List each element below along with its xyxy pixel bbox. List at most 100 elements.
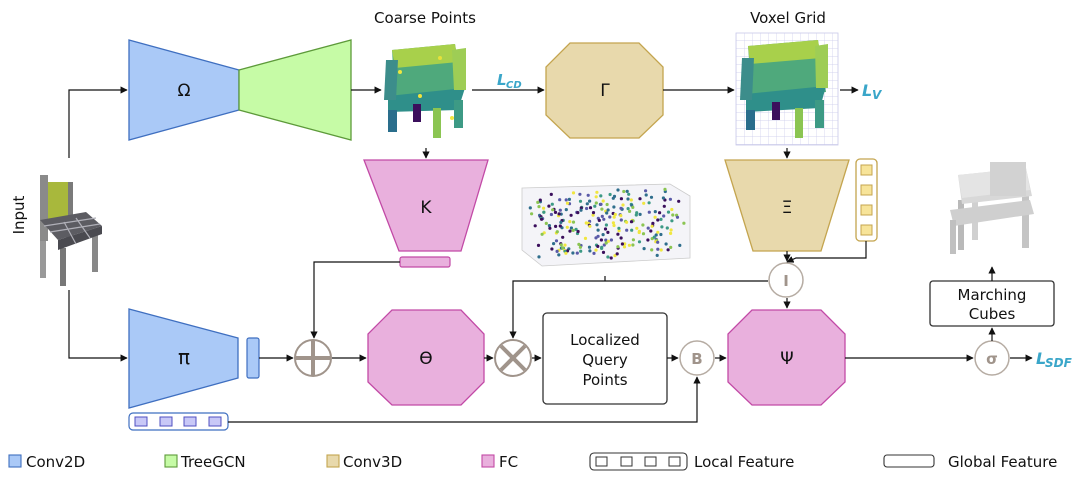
query-point-dot: [619, 214, 623, 218]
theta-node: [367, 309, 485, 406]
pi-symbol: π: [178, 345, 190, 369]
query-point-dot: [594, 201, 598, 205]
pi-node: [128, 308, 239, 409]
query-point-dot: [626, 197, 630, 201]
query-point-dot: [574, 227, 578, 231]
query-point-dot: [608, 192, 612, 197]
pi-local-feature: [128, 412, 229, 431]
query-point-dot: [565, 201, 570, 205]
query-point-dot: [564, 251, 568, 255]
query-point-dot: [641, 232, 646, 236]
query-point-dot: [596, 244, 600, 248]
query-point-dot: [642, 247, 646, 251]
query-point-dot: [601, 250, 606, 254]
multiply-op: [494, 339, 532, 377]
query-point-dot: [549, 192, 553, 196]
query-point-dot: [571, 228, 575, 232]
query-point-dot: [659, 248, 663, 252]
query-point-dot: [615, 252, 619, 256]
psi-symbol: Ψ: [780, 349, 793, 369]
voxel-grid-chair: [735, 32, 839, 146]
query-point-dot: [612, 223, 616, 228]
query-point-dot: [575, 251, 579, 255]
loss-v-sub: V: [872, 88, 883, 102]
query-point-dot: [600, 245, 604, 249]
loss-v-main: L: [862, 81, 872, 100]
query-point-dot: [662, 204, 666, 208]
query-point-dot: [549, 212, 554, 217]
input-chair-image: [40, 175, 102, 286]
query-point-dot: [647, 201, 651, 205]
query-point-dot: [649, 195, 654, 199]
query-point-dot: [635, 226, 639, 230]
kappa-global-feature: [399, 256, 451, 268]
query-point-dot: [537, 255, 541, 259]
query-point-dot: [571, 220, 576, 224]
query-point-dot: [559, 243, 563, 247]
query-point-dot: [571, 191, 576, 195]
query-point-dot: [619, 236, 623, 240]
query-point-dot: [542, 210, 546, 214]
loss-sdf: L SDF: [1036, 349, 1073, 370]
query-point-dot: [631, 205, 635, 209]
query-point-dot: [612, 215, 616, 219]
query-point-dot: [604, 223, 609, 227]
query-point-dot: [625, 220, 629, 224]
query-point-dot: [528, 206, 532, 210]
query-point-dot: [569, 213, 573, 217]
query-point-dot: [625, 228, 629, 232]
query-point-dot: [558, 198, 562, 202]
query-point-dot: [540, 217, 544, 221]
query-point-dot: [603, 227, 608, 231]
loss-cd: L CD: [497, 71, 522, 91]
query-point-dot: [553, 210, 558, 214]
query-point-dot: [599, 194, 603, 198]
query-point-dot: [637, 229, 642, 233]
query-point-dot: [564, 198, 568, 202]
query-point-dot: [576, 229, 580, 234]
query-point-dot: [609, 256, 613, 260]
query-point-dot: [606, 230, 610, 234]
loss-cd-sub: CD: [506, 80, 522, 91]
query-point-dot: [567, 197, 572, 201]
query-point-dot: [561, 235, 565, 239]
concat-plus-op: [294, 339, 332, 377]
legend-conv3d-label: Conv3D: [343, 453, 402, 471]
query-point-dot: [656, 218, 660, 222]
query-point-dot: [658, 211, 662, 215]
loss-cd-main: L: [497, 71, 507, 89]
query-point-dot: [547, 204, 551, 208]
query-point-dot: [670, 219, 674, 223]
query-point-dot: [537, 205, 541, 209]
treegcn-block: [238, 39, 352, 141]
query-point-dot: [622, 245, 627, 249]
query-point-dot: [666, 210, 671, 214]
query-point-dot: [605, 211, 609, 215]
query-point-dot: [591, 211, 596, 215]
query-point-dot: [659, 232, 663, 237]
query-point-dot: [627, 192, 631, 196]
query-point-dot: [565, 249, 570, 253]
query-point-dot: [588, 206, 593, 210]
query-point-dot: [583, 236, 588, 240]
pi-global-feature: [246, 337, 260, 379]
legend-conv3d-swatch: [326, 454, 340, 468]
query-point-dot: [652, 235, 656, 239]
query-point-dot: [662, 214, 666, 218]
query-point-dot: [561, 246, 565, 250]
query-point-dot: [587, 245, 592, 249]
query-point-dot: [628, 209, 632, 213]
query-point-dot: [586, 193, 590, 197]
query-point-dot: [629, 198, 633, 202]
query-point-cube: [521, 183, 691, 267]
marching-cubes-line1: Marching: [958, 286, 1027, 304]
query-point-dot: [638, 197, 642, 201]
query-point-dot: [558, 224, 562, 228]
query-point-dot: [576, 211, 580, 215]
legend: Conv2D TreeGCN Conv3D FC Local Feature G…: [8, 452, 1057, 471]
query-point-dot: [579, 208, 583, 212]
query-point-dot: [616, 245, 620, 249]
query-point-dot: [613, 254, 617, 258]
query-point-dot: [604, 241, 608, 245]
query-point-dot: [635, 211, 639, 215]
